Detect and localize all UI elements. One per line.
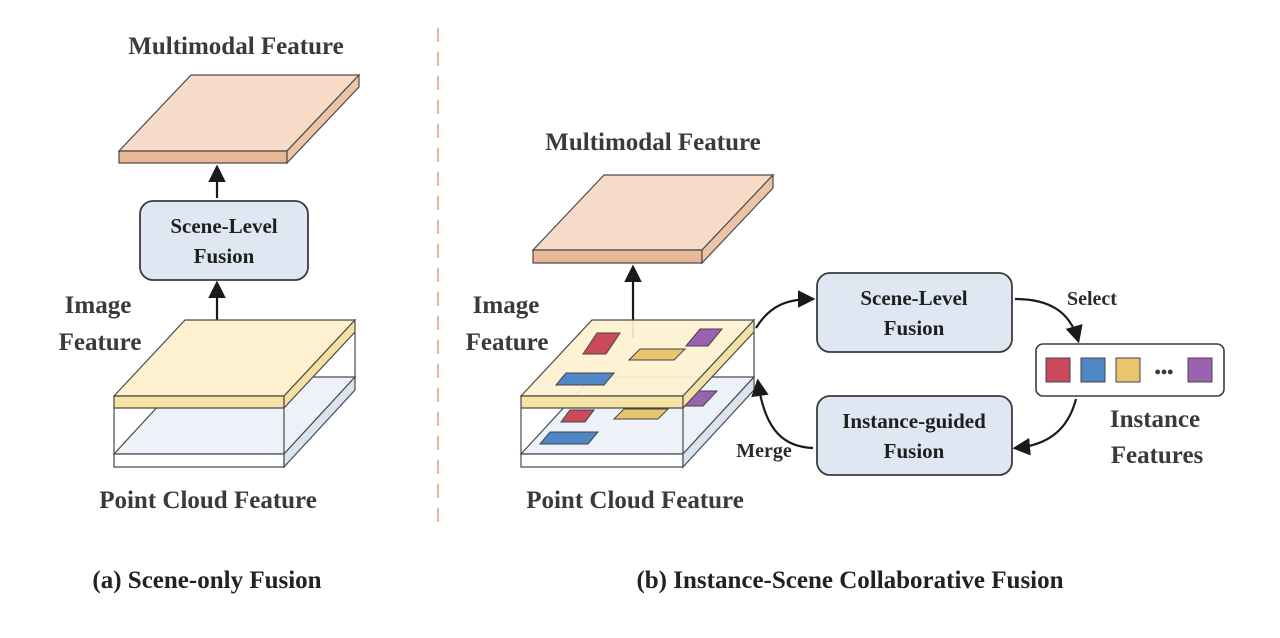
arrow-slab-to-scene — [755, 290, 816, 329]
instance-ellipsis: ••• — [1155, 362, 1174, 382]
panel-b-scene-fusion-box: Scene-Level Fusion — [816, 272, 1013, 353]
panel-b-multimodal-label: Multimodal Feature — [545, 129, 760, 156]
arrow-scene-to-instances — [1014, 297, 1083, 344]
img-instance-purple — [684, 328, 724, 347]
panel-b-image-label-1: Image — [473, 292, 540, 319]
panel-b-instance-line2: Fusion — [884, 439, 945, 463]
img-instance-red — [582, 332, 621, 355]
img-instance-blue — [554, 372, 616, 386]
pc-instance-yellow — [612, 408, 670, 420]
panel-a-image-label-2: Feature — [59, 329, 142, 356]
panel-a-multimodal-slab — [117, 73, 361, 165]
pc-instance-red — [560, 409, 595, 423]
panel-b-instance-line1: Instance-guided — [842, 409, 986, 433]
panel-b: Multimodal Feature Image Feature — [466, 129, 1225, 594]
instance-features-label-2: Features — [1111, 442, 1204, 469]
panel-a-image-slab — [112, 318, 357, 410]
merge-label: Merge — [736, 440, 792, 462]
img-instance-yellow — [627, 348, 687, 361]
arrow-instance-fusion-to-slab — [751, 378, 814, 450]
panel-a-fusion-line2: Fusion — [194, 244, 255, 268]
panel-b-scene-line1: Scene-Level — [860, 286, 967, 310]
pc-instance-blue — [538, 431, 600, 445]
panel-b-instance-fusion-box: Instance-guided Fusion — [816, 395, 1013, 476]
panel-a-scene-fusion-box: Scene-Level Fusion — [139, 200, 309, 281]
panel-a-fusion-line1: Scene-Level — [170, 214, 277, 238]
panel-b-image-slab — [519, 318, 756, 410]
panel-a-image-label-1: Image — [65, 292, 132, 319]
instance-swatch-blue — [1080, 357, 1106, 383]
panel-a-caption: (a) Scene-only Fusion — [92, 567, 321, 594]
instance-swatch-purple — [1187, 357, 1213, 383]
instance-swatch-red — [1045, 357, 1071, 383]
panel-b-pointcloud-label: Point Cloud Feature — [526, 487, 744, 514]
panel-b-image-label-2: Feature — [466, 329, 549, 356]
panel-a: Multimodal Feature Scene-Level Fusion Im… — [59, 33, 361, 594]
instance-features-strip: ••• — [1035, 343, 1225, 397]
panel-a-multimodal-label: Multimodal Feature — [128, 33, 343, 60]
panel-b-scene-line2: Fusion — [884, 316, 945, 340]
instance-swatch-yellow — [1115, 357, 1141, 383]
panel-b-caption: (b) Instance-Scene Collaborative Fusion — [636, 567, 1063, 594]
arrow-instances-to-instance-fusion — [1012, 398, 1078, 456]
panel-a-pointcloud-label: Point Cloud Feature — [99, 487, 317, 514]
select-label: Select — [1067, 288, 1117, 310]
instance-features-label-1: Instance — [1110, 406, 1200, 433]
panel-b-multimodal-slab — [531, 173, 775, 265]
